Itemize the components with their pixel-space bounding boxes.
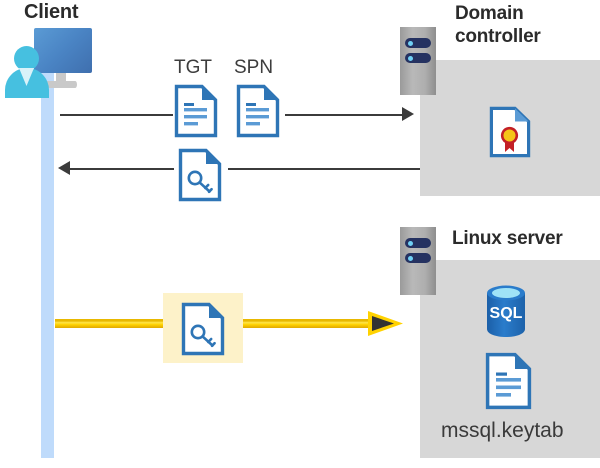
server-led-slot-2 xyxy=(405,253,431,263)
linux-server-title: Linux server xyxy=(452,228,563,249)
server-led-slot-1 xyxy=(405,38,431,48)
spn-label: SPN xyxy=(234,57,274,78)
domain-controller-server-icon xyxy=(400,27,436,95)
server-led-icon xyxy=(408,240,413,246)
server-led-icon xyxy=(408,40,413,46)
tgt-text-document-icon xyxy=(174,84,218,138)
person-head-icon xyxy=(14,46,39,71)
monitor-base-icon xyxy=(46,81,77,88)
keytab-document-icon xyxy=(485,352,532,410)
tgt-label: TGT xyxy=(174,57,212,78)
server-led-icon xyxy=(408,255,413,261)
message-3-yellow-line-right xyxy=(237,319,372,328)
certificate-document-icon xyxy=(489,106,531,158)
key-document-icon-highlighted xyxy=(181,302,225,356)
server-led-slot-1 xyxy=(405,238,431,248)
domain-controller-title-line2: controller xyxy=(455,26,541,47)
client-workstation-icon xyxy=(4,26,94,98)
message-2-line-left xyxy=(70,168,174,170)
message-1-arrowhead xyxy=(402,107,414,121)
message-1-line-left xyxy=(60,114,173,116)
message-3-arrowhead xyxy=(368,311,403,336)
monitor-neck-icon xyxy=(56,73,66,83)
message-2-arrowhead xyxy=(58,161,70,175)
message-1-line-right xyxy=(285,114,403,116)
domain-controller-title: Domain controller xyxy=(455,2,595,48)
server-led-icon xyxy=(408,55,413,61)
domain-controller-title-line1: Domain xyxy=(455,3,524,24)
client-title: Client xyxy=(24,1,79,23)
spn-text-document-icon xyxy=(236,84,280,138)
key-document-icon xyxy=(178,148,222,202)
sql-database-label: SQL xyxy=(490,305,523,322)
client-lifeline xyxy=(41,68,54,458)
message-3-yellow-line-left xyxy=(55,319,168,328)
message-2-line-right xyxy=(228,168,420,170)
linux-server-server-icon xyxy=(400,227,436,295)
keytab-filename-label: mssql.keytab xyxy=(441,419,564,442)
monitor-screen-icon xyxy=(34,28,92,73)
server-led-slot-2 xyxy=(405,53,431,63)
sql-database-icon: SQL xyxy=(487,285,525,337)
